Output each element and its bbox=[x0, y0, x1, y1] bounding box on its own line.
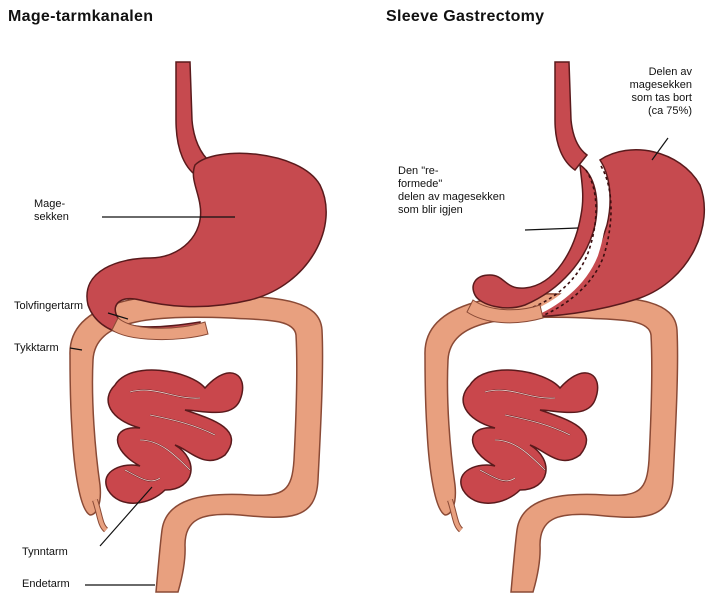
label-stomach-line-2: sekken bbox=[34, 211, 69, 224]
label-rectum: Endetarm bbox=[22, 578, 70, 591]
right-small-intestine bbox=[461, 370, 598, 503]
left-digestive-tract bbox=[70, 62, 326, 592]
right-digestive-tract bbox=[425, 62, 704, 592]
leader-lines bbox=[70, 138, 668, 585]
label-removed-line-1: Delen av bbox=[590, 66, 692, 79]
label-sleeve-line-1: Den "re- bbox=[398, 165, 505, 178]
label-small-intestine: Tynntarm bbox=[22, 546, 68, 559]
label-colon: Tykktarm bbox=[14, 342, 59, 355]
removed-stomach-part bbox=[527, 150, 704, 316]
left-small-intestine bbox=[106, 370, 243, 503]
label-removed-line-4: (ca 75%) bbox=[590, 105, 692, 118]
label-duodenum: Tolvfingertarm bbox=[14, 300, 83, 313]
right-esophagus bbox=[555, 62, 587, 170]
label-removed-line-3: som tas bort bbox=[590, 92, 692, 105]
label-sleeve-line-4: som blir igjen bbox=[398, 204, 505, 217]
label-removed-part: Delen av magesekken som tas bort (ca 75%… bbox=[590, 66, 692, 118]
label-sleeve-line-3: delen av magesekken bbox=[398, 191, 505, 204]
label-stomach-line-1: Mage- bbox=[34, 198, 69, 211]
label-sleeve-part: Den "re- formede" delen av magesekken so… bbox=[398, 165, 505, 217]
label-removed-line-2: magesekken bbox=[590, 79, 692, 92]
leader-sleeve bbox=[525, 228, 578, 230]
label-sleeve-line-2: formede" bbox=[398, 178, 505, 191]
label-stomach: Mage- sekken bbox=[34, 198, 69, 224]
